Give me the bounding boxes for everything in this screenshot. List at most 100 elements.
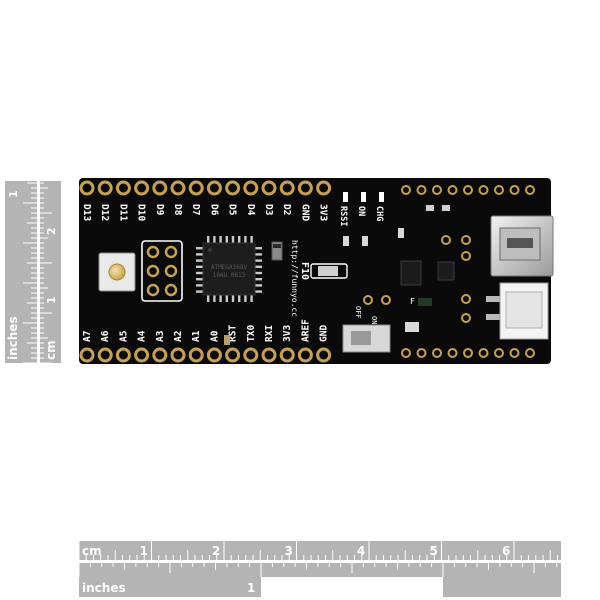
- header-pad: [225, 180, 241, 196]
- side-pad: [478, 185, 489, 195]
- bottom-ruler-cm-number: 5: [430, 544, 438, 558]
- side-pad: [447, 185, 458, 195]
- bottom-ruler-cm-number: 2: [212, 544, 220, 558]
- left-ruler-inch-number: 1: [7, 190, 20, 198]
- chip-pin: [255, 259, 262, 262]
- bottom-pin-label: GND: [319, 325, 330, 342]
- top-pin-label: D13: [81, 204, 92, 221]
- bottom-pin-label: A4: [137, 330, 148, 342]
- header-pad: [279, 180, 295, 196]
- chip-pin: [250, 295, 253, 302]
- header-pad: [97, 347, 113, 363]
- smd-component: [442, 205, 450, 211]
- header-pad: [297, 347, 313, 363]
- bottom-ruler-cm-unit: cm: [82, 544, 102, 558]
- side-pad: [447, 348, 458, 358]
- top-pin-label: D12: [99, 204, 110, 221]
- chip-pin: [196, 259, 203, 262]
- header-pad: [152, 180, 168, 196]
- bottom-pin-label: A6: [100, 330, 111, 342]
- smd-component: [273, 244, 281, 248]
- smd-component: [343, 236, 349, 246]
- side-pad: [509, 185, 520, 195]
- bottom-pin-label: A1: [191, 330, 202, 342]
- header-pad: [97, 180, 113, 196]
- chip-marking-2: 10AU 0813: [213, 272, 246, 279]
- right-pads: [401, 185, 535, 358]
- bottom-pin-label: RST: [228, 325, 239, 342]
- top-pin-label: D5: [227, 204, 238, 216]
- chip-pin: [250, 236, 253, 243]
- board-model: F10: [299, 262, 310, 280]
- board-url: http://funnyo.cc: [290, 240, 299, 317]
- header-pad: [243, 180, 259, 196]
- bottom-ruler-cm-number: 1: [140, 544, 148, 558]
- bottom-pin-label: A5: [118, 330, 129, 342]
- chip-pin: [196, 253, 203, 256]
- header-pad: [115, 180, 131, 196]
- header-pad: [188, 347, 204, 363]
- bottom-pin-label: A0: [209, 330, 220, 342]
- smd-component: [400, 260, 422, 286]
- header-pad: [261, 180, 277, 196]
- side-pad: [463, 185, 473, 195]
- chip-pin: [238, 295, 241, 302]
- smd-component: [224, 335, 230, 345]
- side-pad: [401, 348, 411, 358]
- bottom-pin-label: RXI: [264, 325, 275, 342]
- bottom-pin-label: AREF: [300, 319, 311, 342]
- chip-pin: [213, 295, 216, 302]
- smd-component: [362, 236, 368, 246]
- top-pin-label: D10: [136, 204, 147, 221]
- top-header-pads: [79, 180, 332, 196]
- left-ruler-cm-unit: cm: [44, 340, 58, 360]
- side-pad: [478, 348, 489, 358]
- bottom-pin-label: TX0: [246, 325, 257, 342]
- side-pad: [432, 348, 442, 358]
- header-pad: [170, 347, 186, 363]
- side-pad: [494, 348, 504, 358]
- chip-pin: [255, 271, 262, 275]
- pcb-body: [79, 178, 551, 364]
- header-pad: [170, 180, 186, 196]
- smd-component: [271, 241, 283, 261]
- smd-component: [398, 228, 404, 238]
- icsp-header: [141, 240, 183, 302]
- chip-pin: [244, 236, 247, 243]
- side-pad: [401, 185, 411, 195]
- chip-pin: [238, 236, 241, 243]
- header-pad: [152, 347, 168, 363]
- chip-pin: [196, 284, 203, 287]
- top-pin-label: D4: [245, 204, 256, 216]
- chip-pin: [244, 295, 247, 302]
- status-led: [361, 192, 366, 202]
- chip-pin: [196, 265, 203, 268]
- led-label: F: [410, 297, 415, 306]
- bottom-ruler-inches-unit: inches: [82, 581, 126, 595]
- top-pin-label: D3: [263, 204, 274, 216]
- chip-pin: [213, 236, 216, 243]
- switch-off-label: OFF: [354, 306, 362, 319]
- chip-pin: [196, 290, 203, 293]
- header-pad: [297, 180, 313, 196]
- switch-on-label: ON: [370, 316, 378, 324]
- status-mark-label: RSSI: [338, 206, 348, 226]
- header-pad: [79, 180, 95, 196]
- smd-component: [426, 205, 434, 211]
- header-pad: [134, 347, 150, 363]
- chip-pin: [196, 278, 203, 281]
- header-pad: [316, 347, 332, 363]
- status-led: [343, 192, 348, 202]
- power-switch: ON OFF: [342, 306, 391, 353]
- left-ruler-cm-number: 2: [45, 227, 58, 235]
- status-mark-label: ON: [356, 206, 366, 216]
- chip-pin: [255, 284, 262, 287]
- bottom-ruler-cm-number: 6: [502, 544, 510, 558]
- left-ruler-inches-unit: inches: [6, 316, 20, 360]
- smd-component: [437, 261, 455, 281]
- header-pad: [243, 347, 259, 363]
